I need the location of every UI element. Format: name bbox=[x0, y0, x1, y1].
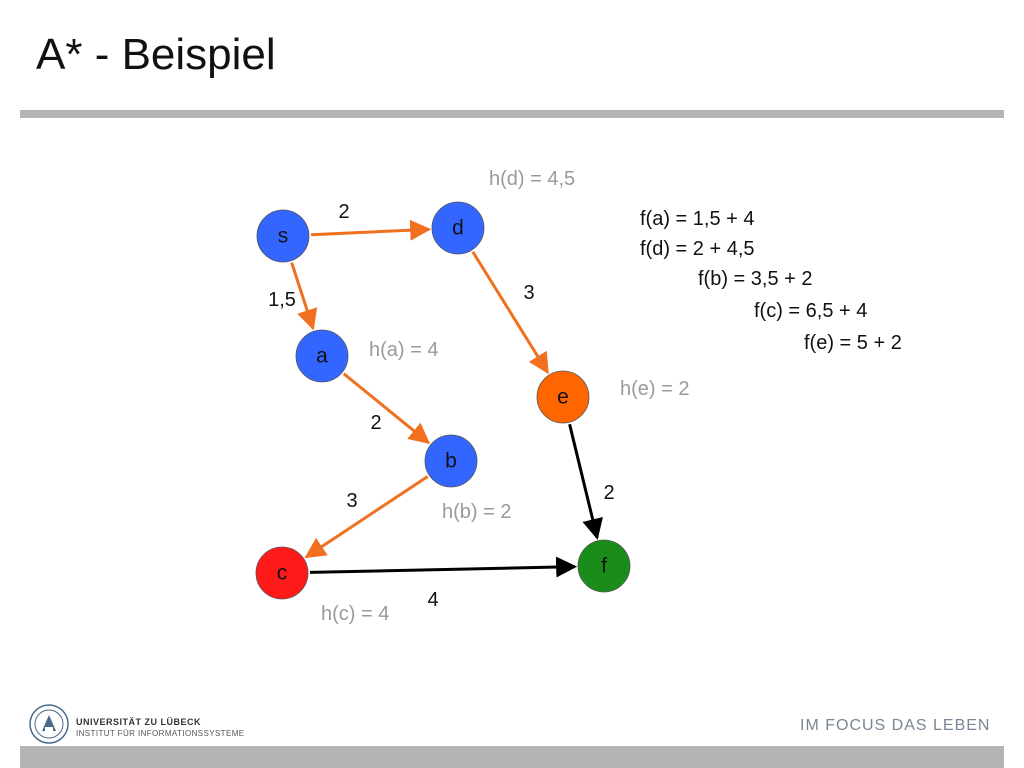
node-label-d: d bbox=[452, 217, 464, 240]
node-s: s bbox=[256, 209, 310, 263]
edge-weight-s-d: 2 bbox=[338, 201, 349, 223]
node-e: e bbox=[536, 370, 590, 424]
node-circle-c bbox=[255, 546, 309, 600]
heuristic-b: h(b) = 2 bbox=[442, 501, 511, 523]
edge-weight-d-e: 3 bbox=[523, 282, 534, 304]
node-circle-f bbox=[577, 539, 631, 593]
heuristic-e: h(e) = 2 bbox=[620, 378, 689, 400]
university-name: UNIVERSITÄT ZU LÜBECK bbox=[76, 717, 201, 727]
node-label-f: f bbox=[601, 555, 607, 578]
node-d: d bbox=[431, 201, 485, 255]
edge-weight-c-f: 4 bbox=[427, 589, 438, 611]
slogan-text: IM FOCUS DAS LEBEN bbox=[800, 717, 991, 734]
nodes-layer: s d a b e c f bbox=[255, 201, 631, 600]
institute-name: INSTITUT FÜR INFORMATIONSSYSTEME bbox=[76, 729, 245, 738]
edge-weight-b-c: 3 bbox=[346, 490, 357, 512]
bottom-bar bbox=[20, 746, 1004, 768]
edge-weight-s-a: 1,5 bbox=[268, 289, 296, 311]
node-circle-s bbox=[256, 209, 310, 263]
f-value-e: f(e) = 5 + 2 bbox=[804, 332, 902, 354]
slide-title: A* - Beispiel bbox=[36, 30, 276, 79]
f-value-a: f(a) = 1,5 + 4 bbox=[640, 208, 755, 230]
top-divider-bar bbox=[20, 110, 1004, 118]
edge-s-d bbox=[310, 219, 432, 241]
node-a: a bbox=[295, 329, 349, 383]
node-c: c bbox=[255, 546, 309, 600]
node-circle-b bbox=[424, 434, 478, 488]
edge-weight-e-f: 2 bbox=[603, 482, 614, 504]
f-value-c: f(c) = 6,5 + 4 bbox=[754, 300, 868, 322]
labels-layer: 2 1,5 3 2 3 2 4 h(d) = 4,5 h(a) = 4 h(e) = 2 h(b) … bbox=[268, 168, 689, 625]
edge-e-f bbox=[568, 423, 603, 540]
university-seal-logo bbox=[29, 704, 69, 744]
node-label-c: c bbox=[277, 562, 288, 585]
edge-s-a bbox=[290, 262, 318, 331]
node-circle-e bbox=[536, 370, 590, 424]
f-value-b: f(b) = 3,5 + 2 bbox=[698, 268, 813, 290]
node-b: b bbox=[424, 434, 478, 488]
edge-c-f bbox=[309, 556, 578, 578]
node-circle-d bbox=[431, 201, 485, 255]
node-label-b: b bbox=[445, 450, 457, 473]
edge-b-c bbox=[304, 475, 429, 559]
heuristic-a: h(a) = 4 bbox=[369, 339, 438, 361]
heuristic-d: h(d) = 4,5 bbox=[489, 168, 575, 190]
heuristic-c: h(c) = 4 bbox=[321, 603, 389, 625]
edge-a-b bbox=[342, 372, 431, 445]
node-f: f bbox=[577, 539, 631, 593]
edge-weight-a-b: 2 bbox=[370, 412, 381, 434]
edges-layer bbox=[290, 219, 603, 578]
edge-d-e bbox=[471, 250, 549, 375]
node-circle-a bbox=[295, 329, 349, 383]
node-label-a: a bbox=[316, 345, 328, 368]
f-value-d: f(d) = 2 + 4,5 bbox=[640, 238, 755, 260]
node-label-e: e bbox=[557, 386, 569, 409]
node-label-s: s bbox=[278, 225, 289, 248]
